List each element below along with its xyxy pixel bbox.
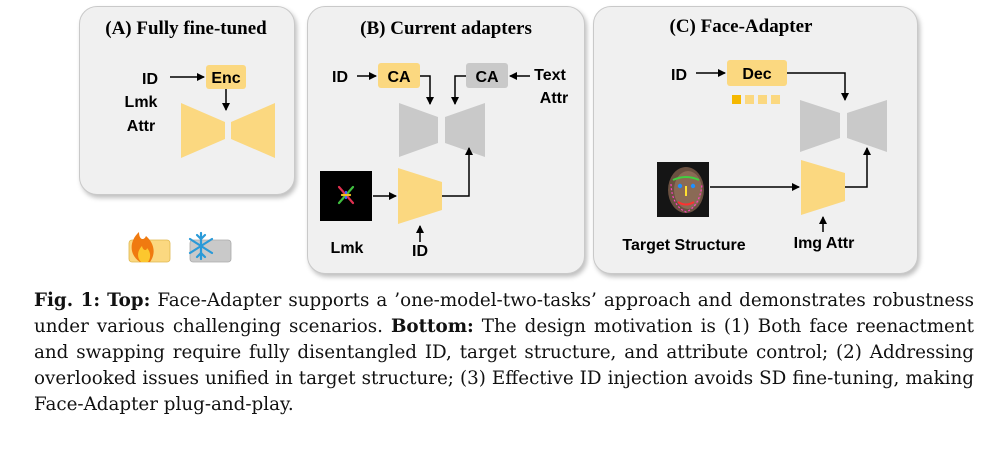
panel-b-title: (B) Current adapters — [360, 18, 532, 39]
panel-a-unet-decoder — [231, 103, 275, 158]
panel-c-scm-arrow — [845, 147, 871, 188]
panel-a-id-label: ID — [142, 71, 158, 88]
snowflake-icon — [188, 231, 214, 261]
panel-c-img-attr-label: Img Attr — [794, 235, 855, 252]
panel-a-enc-box — [206, 65, 246, 89]
panel-c-dec-arrow — [787, 72, 849, 101]
panel-b-attr-label: Attr — [540, 90, 568, 107]
caption-bottom-label: Bottom: — [390, 316, 474, 337]
figure-caption: Fig. 1: Top: Face-Adapter supports a ’on… — [34, 288, 974, 418]
landmark-lines — [337, 185, 355, 205]
panel-b-ca-left-arrow — [420, 75, 434, 105]
target-face-image — [657, 162, 709, 217]
panel-a-title: (A) Fully fine-tuned — [105, 18, 267, 39]
panel-c-spatial-condition-model — [801, 160, 845, 215]
trainable-legend — [128, 232, 171, 263]
panel-b-ca-right-label: CA — [475, 69, 499, 86]
caption-top-label: Top: — [107, 290, 151, 311]
panel-b-lmk-label: Lmk — [331, 240, 364, 257]
panel-b-ca-left-label: CA — [387, 69, 411, 86]
panel-c-unet-encoder — [800, 100, 840, 152]
panel-c-unet-decoder — [847, 100, 887, 152]
panel-b-unet-encoder — [399, 103, 438, 157]
panel-c-dec-label: Dec — [742, 66, 771, 83]
panel-c-id-label: ID — [671, 67, 687, 84]
panel-b-controlnet — [398, 168, 442, 224]
panel-a-fully-finetuned — [79, 6, 295, 195]
panel-a-enc-label: Enc — [211, 70, 240, 87]
panel-c-dec-box — [727, 60, 787, 86]
caption-fig-label: Fig. 1: — [34, 290, 101, 311]
panel-b-id-label: ID — [332, 69, 348, 86]
method-diagram: (A) Fully fine-tuned ID Lmk Attr Enc (B)… — [105, 16, 887, 263]
panel-c-target-label: Target Structure — [622, 237, 745, 254]
panel-a-unet-encoder — [181, 103, 225, 158]
panel-b-ca-right-arrow — [451, 75, 466, 105]
panel-b-ca-right-box — [466, 63, 508, 88]
panel-b-unet-decoder — [445, 103, 485, 157]
flame-icon — [131, 232, 154, 262]
caption-bottom-text: The design motivation is (1) Both face r… — [34, 316, 974, 415]
caption-top-text: Face-Adapter supports a ’one-model-two-t… — [34, 290, 975, 337]
panel-a-attr-label: Attr — [127, 118, 155, 135]
panel-b-text-label: Text — [534, 67, 566, 84]
panel-b-ca-left-box — [378, 63, 420, 88]
panel-c-title: (C) Face-Adapter — [670, 16, 814, 37]
face-landmark-dots — [670, 176, 703, 213]
panel-b-id-bottom-label: ID — [412, 243, 428, 260]
frozen-legend — [188, 231, 232, 263]
panel-b-controlnet-arrow — [442, 147, 473, 197]
panel-a-lmk-label: Lmk — [125, 94, 158, 111]
id-token-squares — [732, 95, 780, 104]
